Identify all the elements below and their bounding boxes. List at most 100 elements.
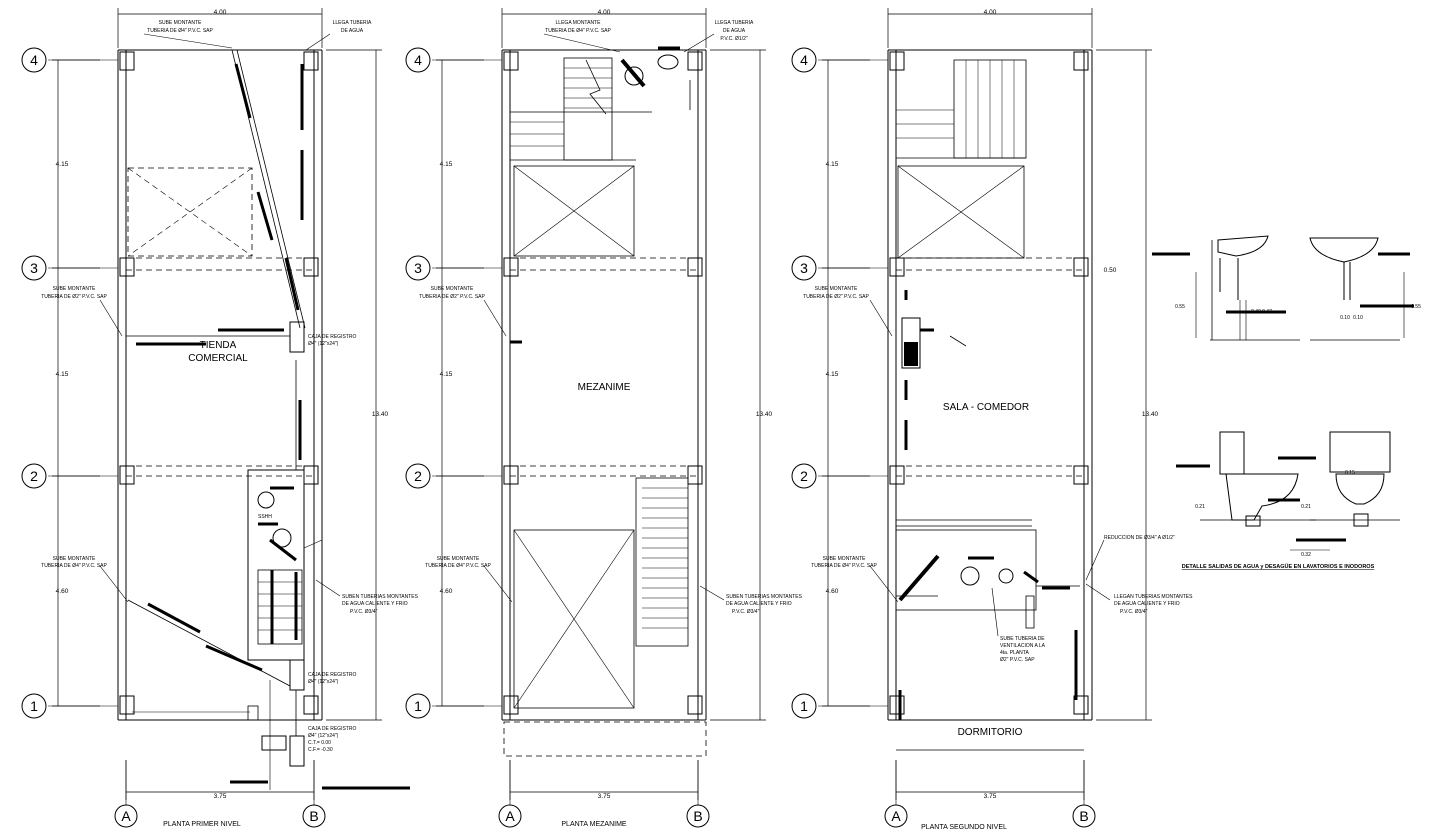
- plan3-note-11: Ø2" P.V.C. SAP: [1000, 657, 1035, 663]
- plan3-note-4: REDUCCION DE Ø3/4" A Ø1/2": [1104, 535, 1175, 541]
- detail-lav-h-left: 0.55: [1175, 304, 1185, 310]
- stair-top-2: [896, 59, 1027, 159]
- plan2-note-2: LLEGA TUBERIA: [715, 20, 754, 26]
- grid-row-1: 1: [30, 698, 38, 714]
- plan3-span-dim-1: 4.15: [826, 161, 839, 168]
- plan3-span-dim-3: 4.60: [826, 588, 839, 595]
- plan-mezanime: [405, 7, 767, 828]
- plan1-note-17: C.T.= 0.00: [308, 740, 331, 746]
- plan2-span-dim-1: 4.15: [440, 161, 453, 168]
- plan3-note-6: DE AGUA CALIENTE Y FRIO: [1114, 601, 1180, 607]
- plan2-note-0: LLEGA MONTANTE: [556, 20, 602, 26]
- grid-col-a: A: [121, 808, 131, 824]
- plan1-note-9: TUBERIA DE Ø4" P.V.C. SAP: [41, 563, 107, 569]
- plan3-room-sala-comedor: SALA - COMEDOR: [943, 402, 1029, 413]
- registry-box-1: [289, 321, 305, 353]
- plan1-note-18: C.F.= -0.30: [308, 747, 333, 753]
- plan1-room-tienda: TIENDA: [200, 340, 237, 351]
- plan2-note-11: P.V.C. Ø3/4": [732, 609, 760, 615]
- grid-row-3: 3: [414, 260, 422, 276]
- plan3-note-8: SUBE TUBERIA DE: [1000, 636, 1045, 642]
- plan3-note-5: LLEGAN TUBERIAS MONTANTES: [1114, 594, 1193, 600]
- grid-row-3: 3: [800, 260, 808, 276]
- plan-segundo-nivel: [791, 7, 1153, 828]
- stair-bottom: [635, 477, 689, 647]
- plan2-note-8: TUBERIA DE Ø4" P.V.C. SAP: [425, 563, 491, 569]
- plan1-note-5: TUBERIA DE Ø2" P.V.C. SAP: [41, 294, 107, 300]
- plan2-note-10: DE AGUA CALIENTE Y FRIO: [726, 601, 792, 607]
- plan1-note-2: LLEGA TUBERIA: [333, 20, 372, 26]
- detail-wc-top: 0.15: [1345, 470, 1355, 476]
- plan1-span-dim-1: 4.15: [56, 161, 69, 168]
- plan1-note-16: Ø4" (12"x24"): [308, 733, 339, 739]
- detail-lav-front-a: 0.10: [1340, 315, 1350, 321]
- detail-lav-side-a: 0.40: [1251, 309, 1261, 315]
- grid-col-a: A: [891, 808, 901, 824]
- plan3-total-dim: 13.40: [1142, 411, 1159, 418]
- bathroom-segundo-nivel: [895, 529, 1080, 629]
- plan-primer-nivel: [21, 7, 410, 828]
- plan2-note-6: TUBERIA DE Ø2" P.V.C. SAP: [419, 294, 485, 300]
- plan2-note-7: SUBE MONTANTE: [437, 556, 480, 562]
- grid-col-b: B: [693, 808, 702, 824]
- registry-box-3: [289, 735, 305, 767]
- detail-wc-h-mid: 0.21: [1301, 504, 1311, 510]
- plan1-title: PLANTA PRIMER NIVEL: [163, 821, 241, 828]
- plan1-span-dim-3: 4.60: [56, 588, 69, 595]
- detail-lav-front-b: 0.10: [1353, 315, 1363, 321]
- plan2-width-dim: 4.00: [598, 9, 611, 16]
- grid-col-a: A: [505, 808, 515, 824]
- plan3-span-dim-2: 4.15: [826, 371, 839, 378]
- lavatory-front-view: [1309, 237, 1414, 341]
- detail-wc-bottom: 0.32: [1301, 552, 1311, 558]
- plan2-note-5: SUBE MONTANTE: [431, 286, 474, 292]
- grid-row-2: 2: [414, 468, 422, 484]
- plan1-note-0: SUBE MONTANTE: [159, 20, 202, 26]
- plan2-note-3: DE AGUA: [723, 28, 746, 34]
- plan2-span-dim-3: 4.60: [440, 588, 453, 595]
- plan2-room-mezanime: MEZANIME: [578, 382, 631, 393]
- void-dashed-rect: [127, 167, 253, 257]
- plan2-note-9: SUBEN TUBERIAS MONTANTES: [726, 594, 803, 600]
- plan3-bottom-dim: 3.75: [984, 793, 997, 800]
- plan1-note-15: CAJA DE REGISTRO: [308, 726, 356, 732]
- plan2-span-dim-2: 4.15: [440, 371, 453, 378]
- plan3-note-7: P.V.C. Ø3/4": [1120, 609, 1148, 615]
- plan1-note-4: SUBE MONTANTE: [53, 286, 96, 292]
- detail-lav-side-b: 0.47: [1262, 309, 1272, 315]
- plan2-note-4: P.V.C. Ø1/2": [720, 36, 748, 42]
- plan1-note-11: DE AGUA CALIENTE Y FRIO: [342, 601, 408, 607]
- plan3-side-dim: 0.50: [1104, 267, 1117, 274]
- grid-row-1: 1: [414, 698, 422, 714]
- plan3-note-1: TUBERIA DE Ø2" P.V.C. SAP: [803, 294, 869, 300]
- plan1-room-comercial: COMERCIAL: [188, 353, 248, 364]
- grid-row-4: 4: [414, 52, 422, 68]
- grid-labels: 4 3 2 1 A B 4 3 2 1 A B 4 3 2 1 A B: [30, 52, 1089, 824]
- plan1-note-7: Ø4" (12"x24"): [308, 341, 339, 347]
- grid-col-b: B: [309, 808, 318, 824]
- plan1-total-dim: 13.40: [372, 411, 389, 418]
- toilet-side-view: [1176, 431, 1316, 527]
- plan2-note-1: TUBERIA DE Ø4" P.V.C. SAP: [545, 28, 611, 34]
- detail-title: DETALLE SALIDAS DE AGUA y DESAGÜE EN LAV…: [1182, 563, 1375, 570]
- pipe-diagonal-top: [231, 49, 306, 329]
- plan1-width-dim: 4.00: [214, 9, 227, 16]
- grid-row-4: 4: [30, 52, 38, 68]
- grid-row-1: 1: [800, 698, 808, 714]
- registry-box-2: [289, 659, 305, 691]
- grid-row-2: 2: [30, 468, 38, 484]
- toilet-front-view: [1278, 431, 1400, 551]
- grid-row-2: 2: [800, 468, 808, 484]
- grid-row-4: 4: [800, 52, 808, 68]
- plan1-bottom-dim: 3.75: [214, 793, 227, 800]
- bathroom-primer-nivel: [247, 469, 323, 661]
- plan2-title: PLANTA MEZANIME: [561, 821, 627, 828]
- grid-col-b: B: [1079, 808, 1088, 824]
- detail-lav-h-right: 0.55: [1411, 304, 1421, 310]
- plan1-note-3: DE AGUA: [341, 28, 364, 34]
- plan1-note-19: SSHH: [258, 514, 272, 520]
- plan1-note-13: CAJA DE REGISTRO: [308, 672, 356, 678]
- plan3-room-dormitorio: DORMITORIO: [958, 727, 1023, 738]
- plan3-note-10: 4ta. PLANTA: [1000, 650, 1029, 656]
